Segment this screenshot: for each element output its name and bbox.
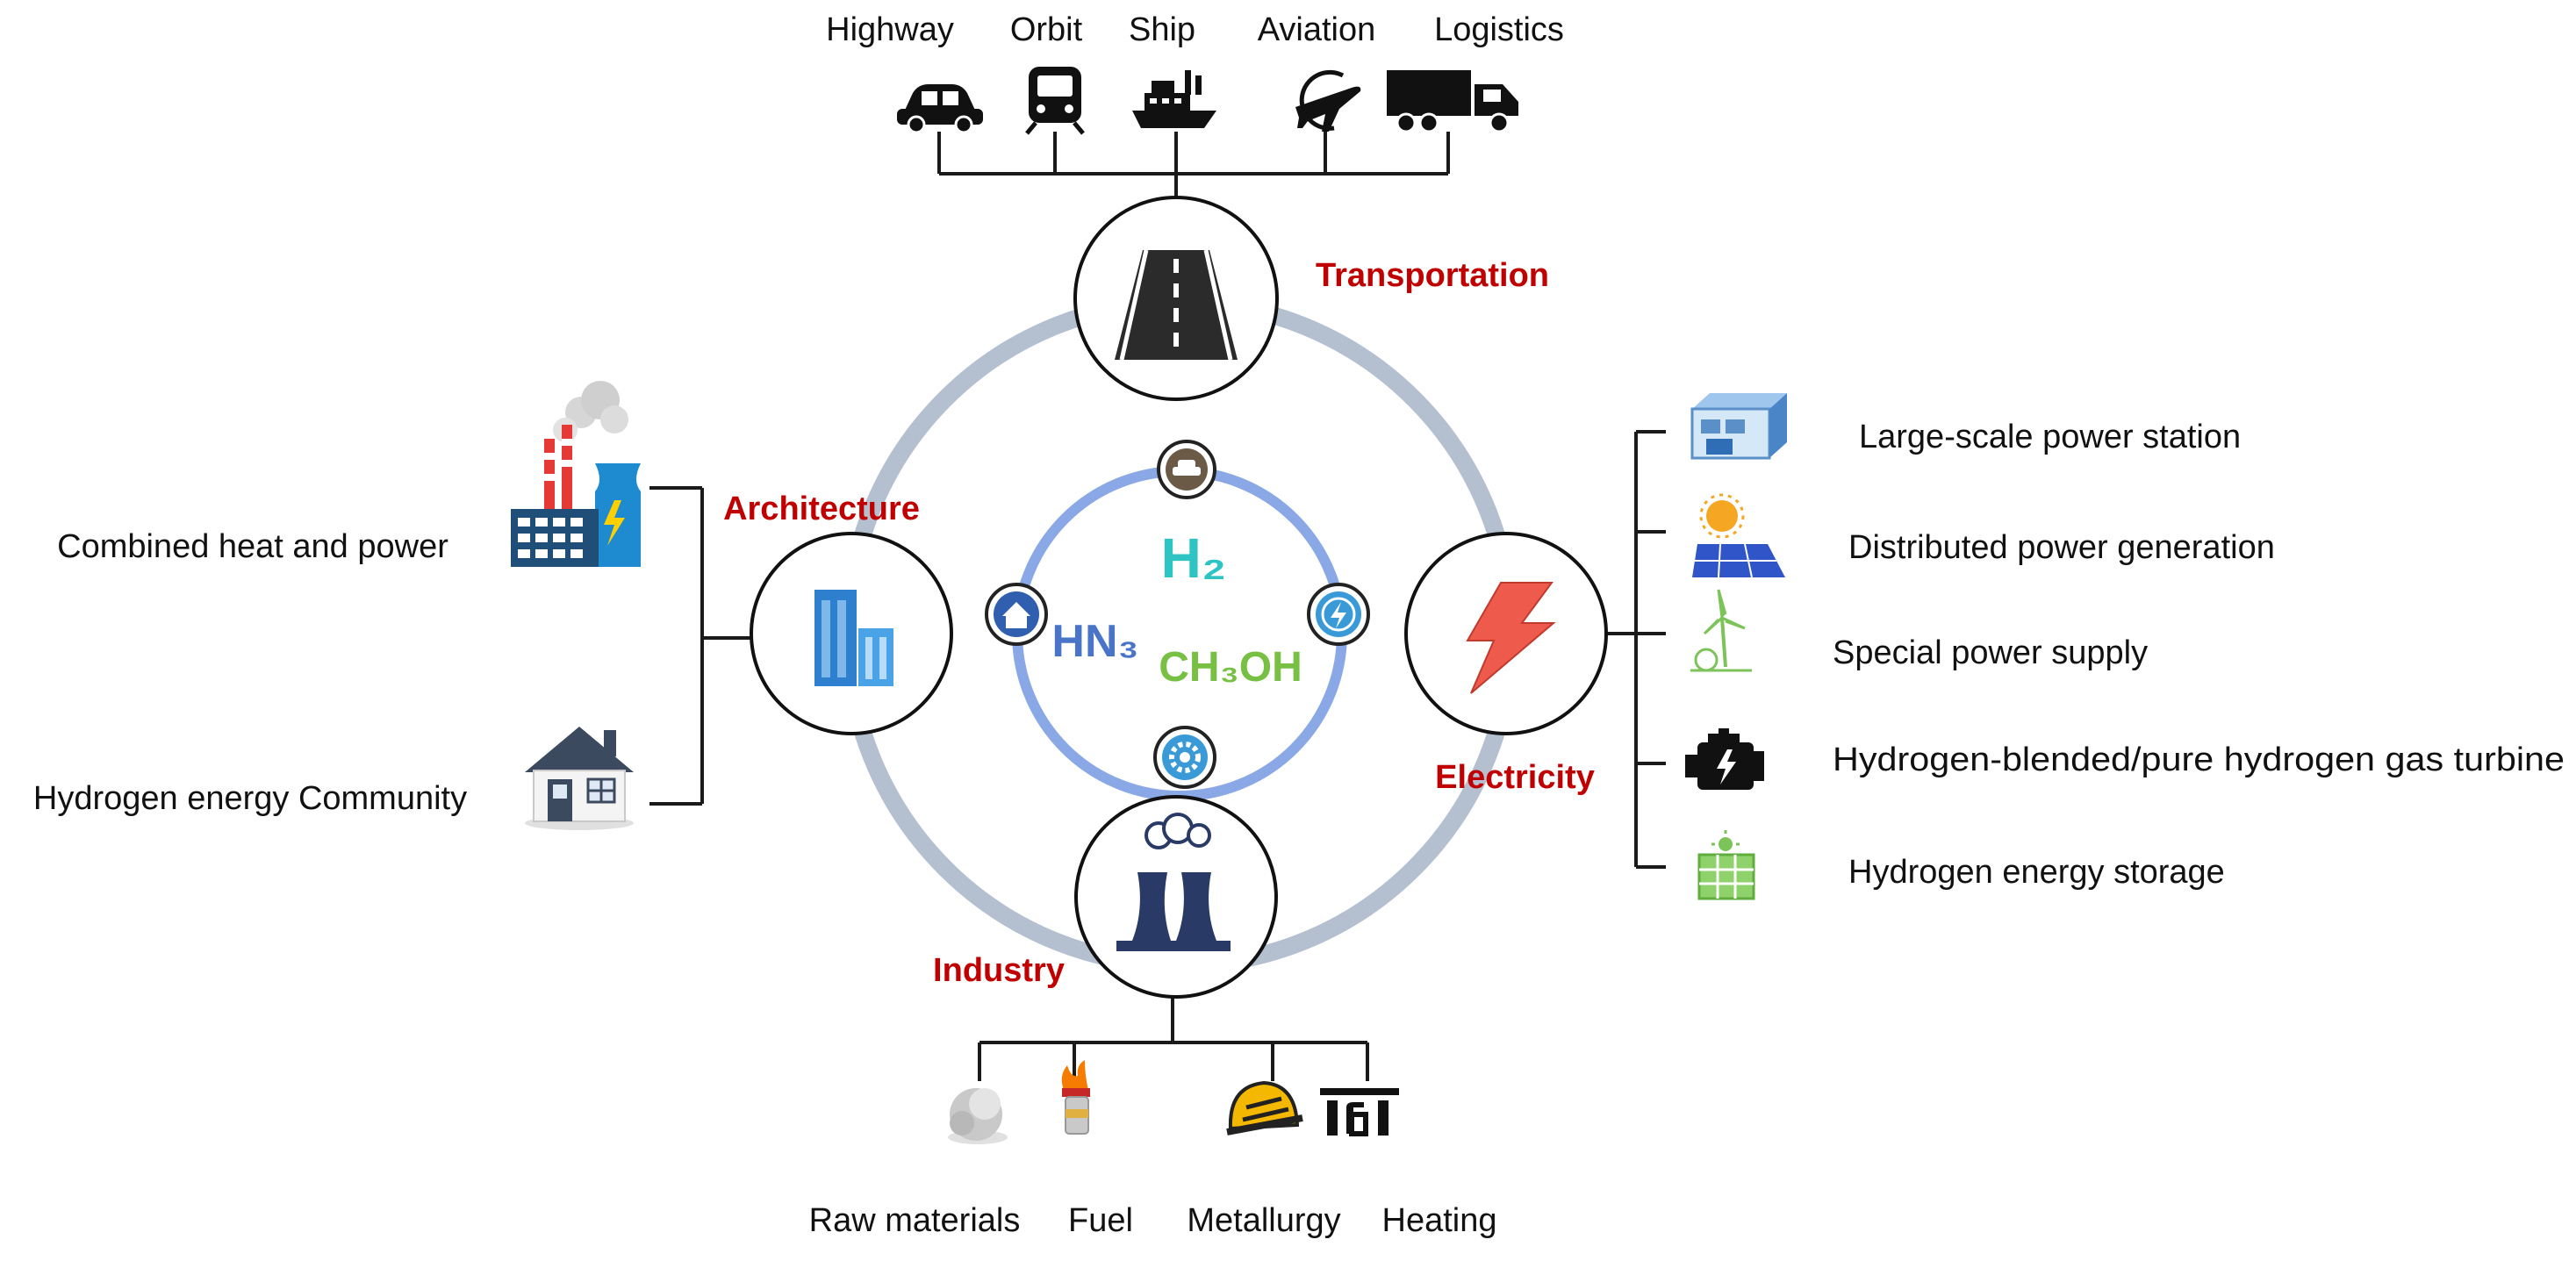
- transport-label-logistics: Logistics: [1434, 11, 1564, 48]
- architecture-hub: [750, 532, 953, 735]
- house-icon: [525, 727, 634, 830]
- power-station-icon: [1690, 393, 1787, 460]
- train-icon: [1025, 67, 1085, 135]
- architecture-label-chp: Combined heat and power: [57, 528, 448, 565]
- electricity-label-large-scale: Large-scale power station: [1859, 419, 2241, 455]
- solar-panel-icon: [1692, 493, 1785, 578]
- electricity-label-distributed: Distributed power generation: [1848, 529, 2275, 566]
- electricity-label-storage: Hydrogen energy storage: [1848, 854, 2225, 891]
- transport-label-ship: Ship: [1129, 11, 1195, 48]
- electricity-connectors: [1606, 430, 1666, 869]
- airplane-icon: [1295, 69, 1361, 132]
- heating-icon: [1320, 1088, 1399, 1136]
- industry-label-fuel: Fuel: [1068, 1202, 1133, 1239]
- raw-material-icon: [948, 1088, 1008, 1144]
- engine-icon: [1685, 728, 1764, 790]
- inner-car-icon: [1157, 440, 1216, 499]
- industry-connectors: [978, 990, 1369, 1081]
- transport-label-highway: Highway: [826, 11, 954, 48]
- lightning-icon: [1466, 582, 1556, 694]
- factory-chimney-icon: [1116, 813, 1231, 951]
- helmet-icon: [1226, 1080, 1303, 1136]
- transport-label-orbit: Orbit: [1010, 11, 1083, 48]
- transportation-hub: [1073, 196, 1279, 401]
- wind-turbine-icon: [1690, 589, 1752, 672]
- industry-hub: [1074, 795, 1278, 999]
- electricity-label: Electricity: [1435, 759, 1595, 796]
- h2-label: H₂: [1161, 527, 1227, 590]
- hn3-label: HN₃: [1051, 616, 1138, 667]
- fuel-icon: [1061, 1060, 1090, 1135]
- transport-label-aviation: Aviation: [1258, 11, 1376, 48]
- factory-icon: [511, 381, 641, 567]
- architecture-label: Architecture: [723, 491, 920, 527]
- industry-label-metallurgy: Metallurgy: [1187, 1202, 1340, 1239]
- electricity-label-special: Special power supply: [1833, 634, 2148, 671]
- electricity-hub: [1404, 532, 1608, 735]
- buildings-icon: [814, 590, 893, 686]
- industry-label: Industry: [933, 952, 1065, 989]
- electricity-label-turbine: Hydrogen-blended/pure hydrogen gas turbi…: [1833, 742, 2565, 778]
- road-icon: [1115, 250, 1238, 360]
- car-icon: [897, 84, 983, 134]
- industry-label-heating: Heating: [1382, 1202, 1497, 1239]
- truck-icon: [1387, 70, 1518, 133]
- battery-storage-icon: [1697, 830, 1755, 900]
- industry-label-raw-materials: Raw materials: [809, 1202, 1021, 1239]
- transportation-label: Transportation: [1316, 257, 1549, 294]
- inner-gear-icon: [1153, 726, 1216, 789]
- ch3oh-label: CH₃OH: [1159, 644, 1302, 691]
- inner-lightning-icon: [1307, 583, 1370, 646]
- ship-icon: [1132, 70, 1216, 128]
- architecture-connectors: [649, 486, 753, 806]
- inner-house-icon: [985, 583, 1048, 646]
- architecture-label-community: Hydrogen energy Community: [33, 780, 467, 817]
- transportation-connectors: [937, 132, 1450, 206]
